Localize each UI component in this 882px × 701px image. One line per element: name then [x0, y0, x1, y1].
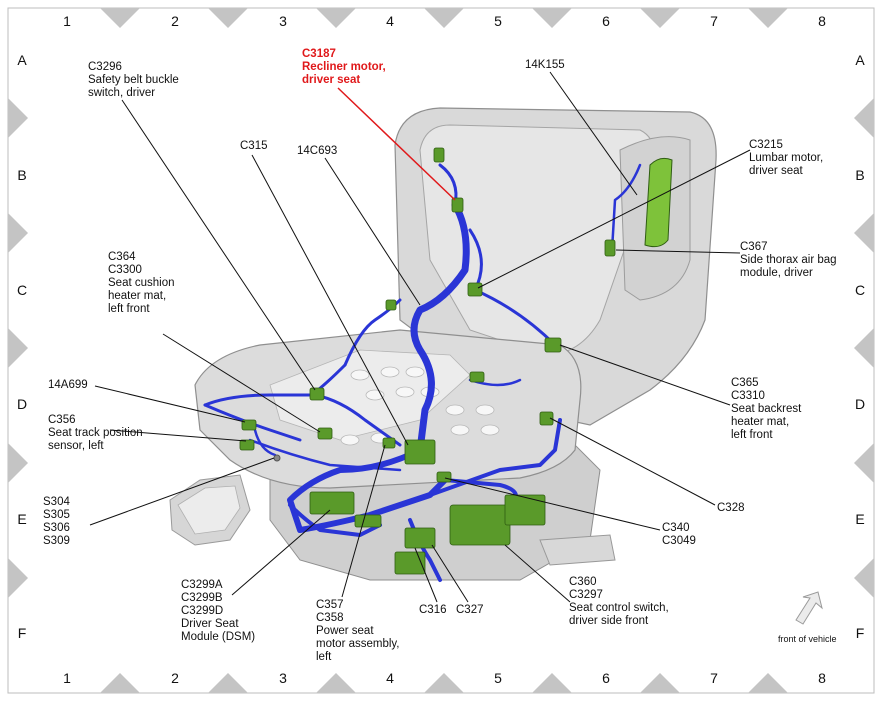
grid-col-4: 4: [386, 13, 394, 29]
callout-14a699: 14A699: [48, 379, 88, 391]
grid-row-f: F: [17, 625, 27, 641]
callout-c316: C316: [419, 604, 447, 616]
grid-col-3: 3: [279, 13, 287, 29]
grid-col-8: 8: [818, 13, 826, 29]
grid-col-3-bottom: 3: [279, 670, 287, 686]
callout-c315: C315: [240, 140, 268, 152]
callout-14k155: 14K155: [525, 59, 565, 71]
callout-s304: S304 S305 S306 S309: [43, 496, 70, 547]
callout-c365: C365 C3310 Seat backrest heater mat, lef…: [731, 377, 802, 441]
callout-c367: C367 Side thorax air bag module, driver: [740, 241, 837, 279]
lumbar-motor: [644, 157, 673, 248]
grid-col-5: 5: [494, 13, 502, 29]
grid-col-5-bottom: 5: [494, 670, 502, 686]
callout-c360: C360 C3297 Seat control switch, driver s…: [569, 576, 669, 627]
grid-row-a-right: A: [855, 52, 865, 68]
callout-c328: C328: [717, 502, 745, 514]
front-of-vehicle-label: front of vehicle: [778, 634, 837, 644]
grid-row-e: E: [17, 511, 27, 527]
grid-tick-marks: [8, 8, 874, 693]
grid-col-6: 6: [602, 13, 610, 29]
grid-col-7-bottom: 7: [710, 670, 718, 686]
callout-c3299: C3299A C3299B C3299D Driver Seat Module …: [181, 579, 256, 643]
grid-col-1-bottom: 1: [63, 670, 71, 686]
grid-row-c-right: C: [854, 282, 866, 298]
callout-c364: C364 C3300 Seat cushion heater mat, left…: [108, 251, 175, 315]
callout-c340: C340 C3049: [662, 522, 696, 547]
grid-col-8-bottom: 8: [818, 670, 826, 686]
callout-c357: C357 C358 Power seat motor assembly, lef…: [316, 599, 400, 663]
grid-row-d: D: [16, 396, 28, 412]
connectors: [239, 147, 616, 575]
grid-col-1: 1: [63, 13, 71, 29]
grid-row-e-right: E: [855, 511, 865, 527]
callout-c327: C327: [456, 604, 484, 616]
front-arrow-icon: [795, 591, 823, 625]
grid-row-f-right: F: [855, 625, 865, 641]
grid-col-2-bottom: 2: [171, 670, 179, 686]
leader-lines: [89, 71, 751, 603]
seat-illustration: [169, 107, 717, 581]
grid-row-b-right: B: [855, 167, 865, 183]
callout-c3187: C3187 Recliner motor, driver seat: [302, 48, 386, 86]
grid-row-d-right: D: [854, 396, 866, 412]
grid-row-c: C: [16, 282, 28, 298]
grid-col-7: 7: [710, 13, 718, 29]
highlight-leader: [337, 87, 456, 201]
grid-col-4-bottom: 4: [386, 670, 394, 686]
callout-c3215: C3215 Lumbar motor, driver seat: [749, 139, 824, 177]
grid-col-6-bottom: 6: [602, 670, 610, 686]
track-sensor: [273, 454, 281, 462]
callout-c3296: C3296 Safety belt buckle switch, driver: [88, 61, 179, 99]
grid-row-a: A: [17, 52, 27, 68]
callout-14c693: 14C693: [297, 145, 338, 157]
grid-row-b: B: [17, 167, 27, 183]
callout-c356: C356 Seat track position sensor, left: [48, 414, 143, 452]
grid-col-2: 2: [171, 13, 179, 29]
